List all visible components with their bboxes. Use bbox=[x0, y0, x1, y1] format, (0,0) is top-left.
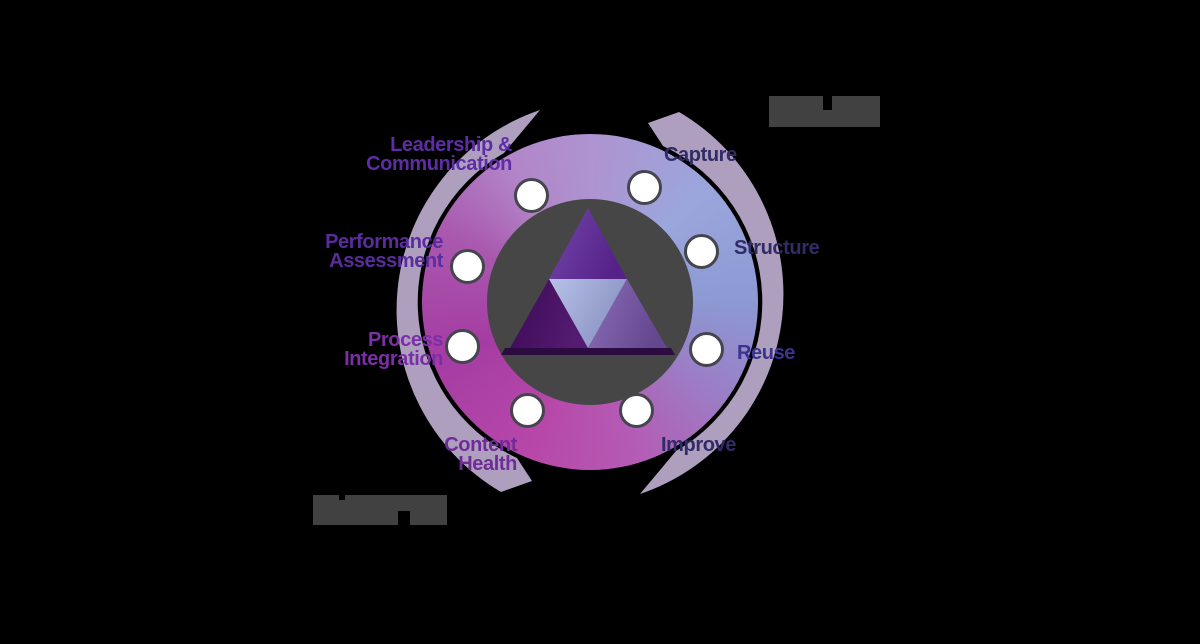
label-reuse: Reuse bbox=[737, 342, 796, 364]
node-dot-reuse bbox=[689, 332, 724, 367]
redacted-wordmark-top bbox=[769, 96, 880, 127]
redacted-notch bbox=[823, 96, 832, 110]
pyramid-base-shadow bbox=[501, 348, 675, 355]
node-dot-improve bbox=[619, 393, 654, 428]
node-dot-process bbox=[445, 329, 480, 364]
label-leadership-communication: Leadership & Communication bbox=[366, 134, 512, 175]
pyramid-right-facet bbox=[588, 279, 667, 348]
label-capture: Capture bbox=[664, 144, 737, 166]
label-structure: Structure bbox=[734, 237, 820, 259]
node-dot-content bbox=[510, 393, 545, 428]
pyramid-center-facet bbox=[549, 279, 627, 348]
redacted-notch bbox=[398, 511, 410, 525]
cycle-arrow-left-icon bbox=[396, 110, 540, 492]
redacted-notch bbox=[339, 495, 345, 500]
node-dot-structure bbox=[684, 234, 719, 269]
node-dot-performance bbox=[450, 249, 485, 284]
pyramid-top-facet bbox=[549, 208, 627, 279]
redacted-wordmark-bottom bbox=[313, 495, 447, 525]
label-content-health: Content Health bbox=[444, 434, 517, 475]
pyramid-left-facet bbox=[510, 279, 588, 348]
cycle-arrow-right-icon bbox=[640, 112, 784, 494]
label-improve: Improve bbox=[661, 434, 737, 456]
node-dot-leadership bbox=[514, 178, 549, 213]
label-performance-assessment: Performance Assessment bbox=[325, 231, 443, 272]
node-dot-capture bbox=[627, 170, 662, 205]
label-process-integration: Process Integration bbox=[344, 329, 443, 370]
